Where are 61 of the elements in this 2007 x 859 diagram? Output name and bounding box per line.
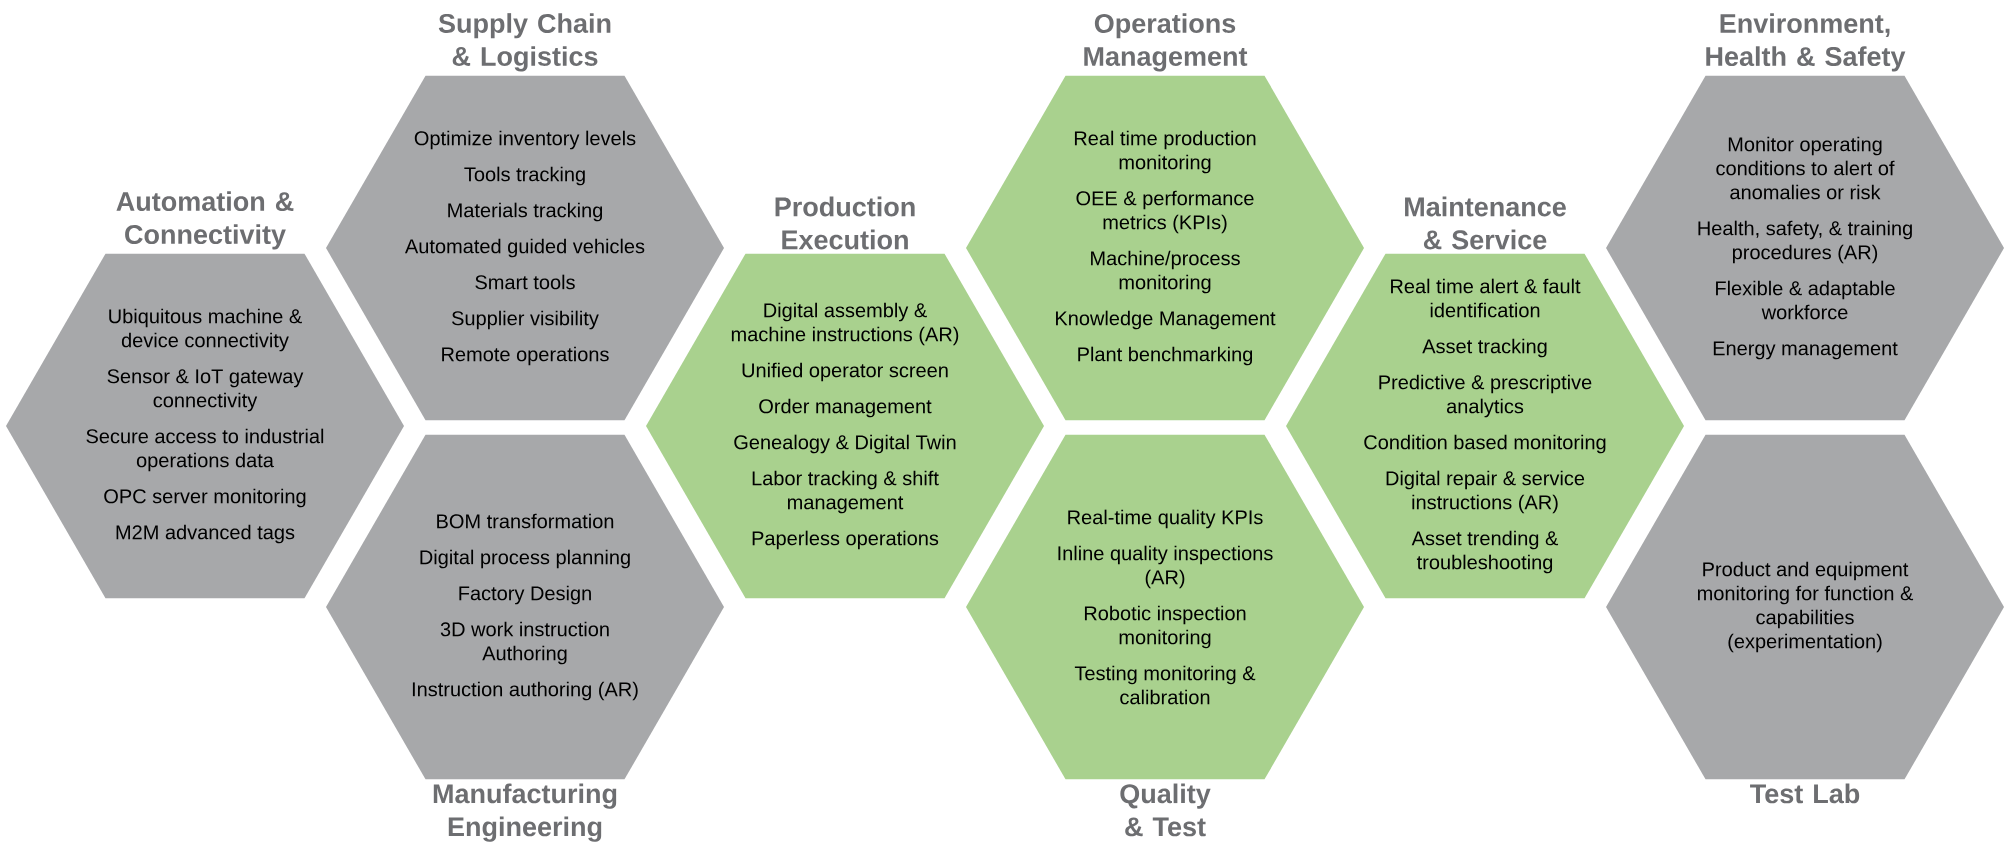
hexagon-title: Environment, Health & Safety bbox=[1706, 13, 1906, 72]
list-item: 3D work instruction Authoring bbox=[440, 621, 609, 665]
list-item: Sensor & IoT gateway connectivity bbox=[107, 369, 304, 412]
list-item: Genealogy & Digital Twin bbox=[734, 434, 956, 454]
list-item: Energy management bbox=[1713, 341, 1898, 360]
list-item: Ubiquitous machine & device connectivity bbox=[109, 308, 302, 352]
list-item: Automated guided vehicles bbox=[404, 238, 645, 258]
list-item: Health, safety, & training procedures (AR) bbox=[1698, 220, 1912, 264]
list-item: Product and equipment monitoring for function & capabilities (experimentation) bbox=[1697, 561, 1914, 653]
list-item: Condition based monitoring bbox=[1364, 434, 1606, 454]
list-item: Predictive & prescriptive analytics bbox=[1379, 374, 1592, 418]
hexagon-title: Supply Chain & Logistics bbox=[438, 13, 611, 72]
list-item: Monitor operating conditions to alert of anomalies or risk bbox=[1716, 136, 1895, 200]
hexagon bbox=[6, 191, 404, 599]
list-item: Supplier visibility bbox=[452, 310, 599, 330]
hexagon-title: Manufacturing Engineering bbox=[433, 783, 617, 842]
list-item: Materials tracking bbox=[448, 202, 603, 222]
list-item: Digital process planning bbox=[420, 549, 630, 569]
hexagon bbox=[326, 434, 724, 842]
list-item: Paperless operations bbox=[752, 530, 939, 550]
list-item: OPC server monitoring bbox=[104, 488, 306, 508]
list-item: Inline quality inspections (AR) bbox=[1058, 545, 1273, 589]
list-item: Digital assembly & machine instructions (AR) bbox=[731, 302, 959, 346]
hexagon bbox=[646, 196, 1044, 599]
list-item: Unified operator screen bbox=[742, 362, 948, 382]
list-item: Tools tracking bbox=[464, 166, 585, 186]
hexagon bbox=[1606, 434, 2005, 804]
list-item: Labor tracking & shift management bbox=[752, 470, 939, 514]
list-item: Flexible & adaptable workforce bbox=[1716, 280, 1895, 320]
hexagon-title: Test Lab bbox=[1750, 783, 1860, 804]
list-item: Real time alert & fault identification bbox=[1391, 278, 1581, 318]
hexagon bbox=[1606, 13, 2005, 421]
hexagon-title: Quality & Test bbox=[1120, 783, 1211, 837]
list-item: Order management bbox=[759, 398, 932, 418]
hexagon-title: Maintenance & Service bbox=[1405, 196, 1566, 250]
hexagon bbox=[326, 13, 724, 421]
list-item: Robotic inspection monitoring bbox=[1084, 605, 1246, 649]
list-item: Secure access to industrial operations data bbox=[86, 428, 324, 472]
list-item: OEE & performance metrics (KPIs) bbox=[1076, 190, 1254, 234]
list-item: Digital repair & service instructions (AR) bbox=[1386, 470, 1585, 514]
list-item: Factory Design bbox=[459, 585, 591, 605]
list-item: Testing monitoring & calibration bbox=[1074, 665, 1256, 705]
hexagon bbox=[966, 434, 1364, 837]
list-item: BOM transformation bbox=[437, 513, 614, 529]
list-item: M2M advanced tags bbox=[116, 524, 295, 544]
list-item: Real-time quality KPIs bbox=[1068, 509, 1263, 529]
hexagon-title: Automation & Connectivity bbox=[116, 191, 294, 250]
list-item: Optimize inventory levels bbox=[414, 130, 636, 150]
list-item: Asset trending & troubleshooting bbox=[1411, 530, 1559, 574]
list-item: Instruction authoring (AR) bbox=[412, 681, 638, 701]
list-item: Knowledge Management bbox=[1056, 310, 1276, 330]
hexagon bbox=[966, 13, 1364, 421]
list-item: Plant benchmarking bbox=[1078, 346, 1253, 366]
list-item: Remote operations bbox=[442, 346, 609, 366]
list-item: Asset tracking bbox=[1422, 338, 1547, 358]
hexagon-title: Operations Management bbox=[1084, 13, 1248, 72]
list-item: Real time production monitoring bbox=[1074, 130, 1256, 174]
hexagon bbox=[1286, 196, 1684, 599]
hexagon-title: Production Execution bbox=[775, 196, 915, 250]
list-item: Machine/process monitoring bbox=[1091, 250, 1240, 294]
list-item: Smart tools bbox=[475, 274, 575, 290]
